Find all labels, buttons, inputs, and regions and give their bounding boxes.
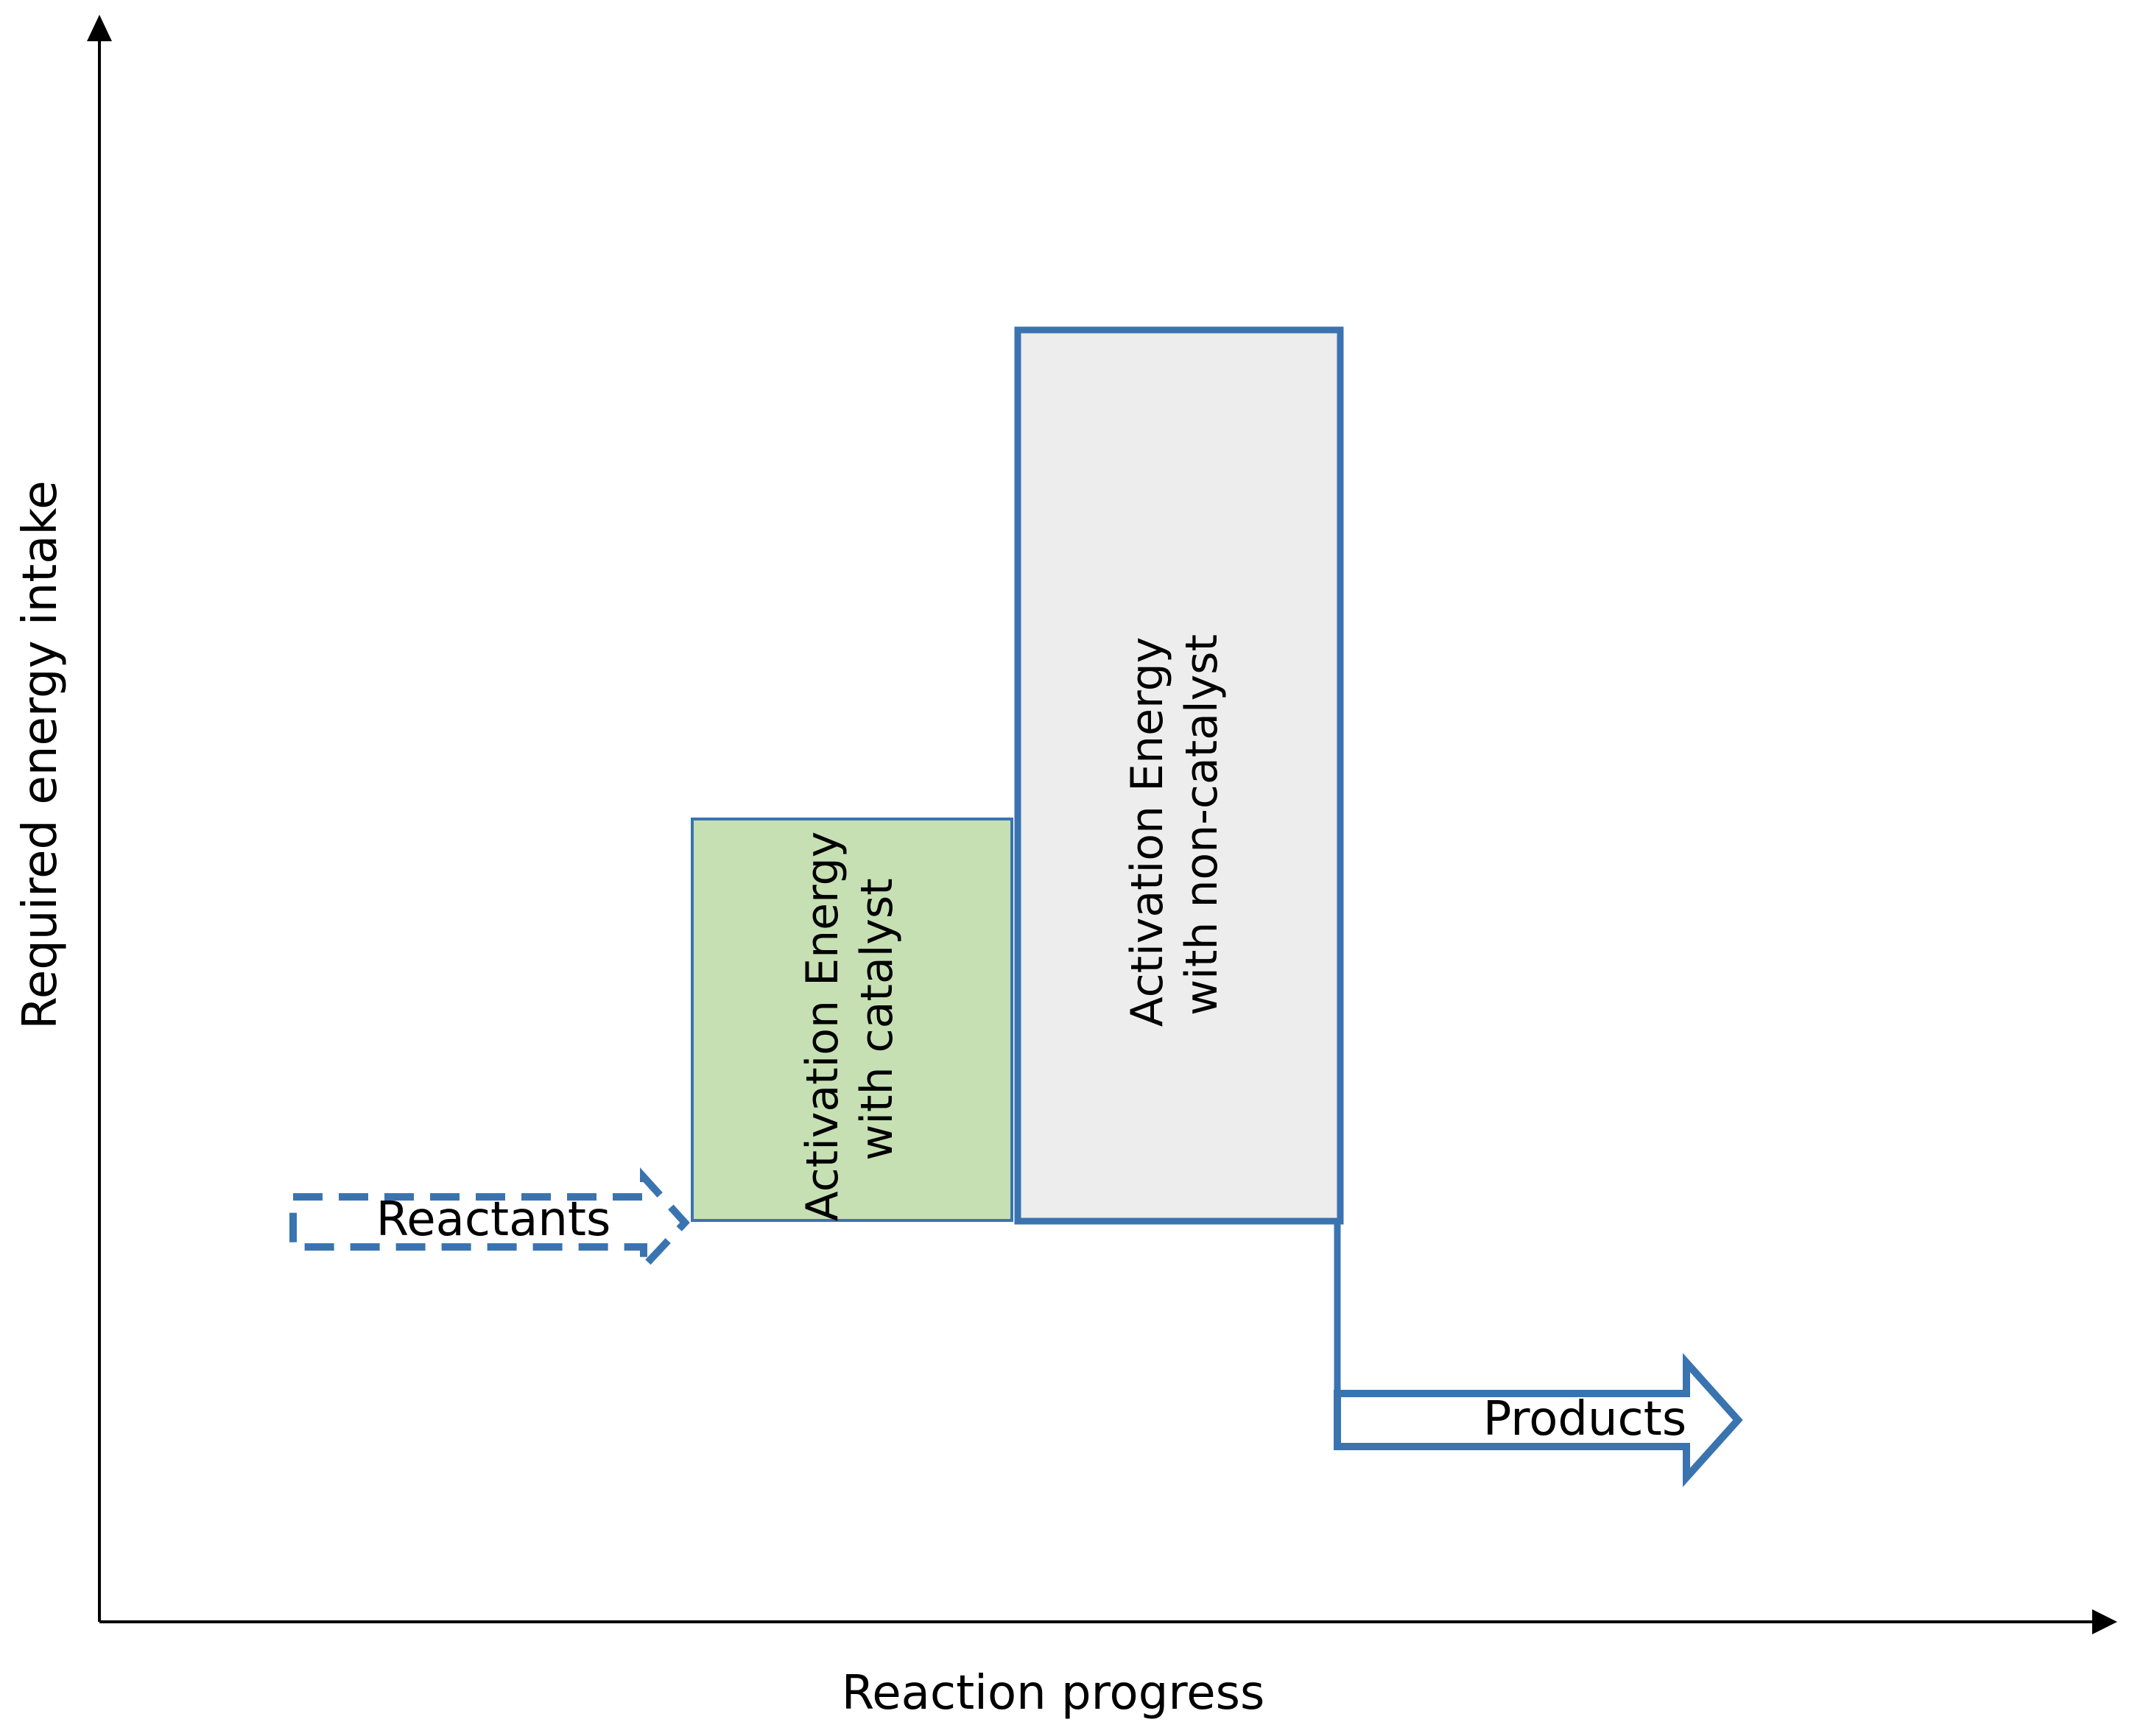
non-catalyst-label-line1: Activation Energy [1122,637,1173,1027]
axes [87,15,2117,1634]
x-axis-arrowhead [2092,1609,2117,1634]
non-catalyst-box: Activation Energy with non-catalyst [1014,326,1344,1225]
y-axis-arrowhead [87,15,112,41]
catalyst-box-label: Activation Energy with catalyst [797,818,903,1222]
products-arrow: Products [1334,1352,1743,1488]
products-label: Products [1483,1392,1686,1447]
catalyst-label-line1: Activation Energy [797,832,848,1222]
catalyst-box-rect [691,818,1013,1222]
reactants-label: Reactants [376,1192,611,1247]
catalyst-box: Activation Energy with catalyst [691,818,1013,1222]
reactants-arrow-shape [289,1167,690,1276]
catalyst-label-line2: with catalyst [851,878,903,1160]
non-catalyst-box-rect [1014,326,1344,1225]
non-catalyst-label-line2: with non-catalyst [1176,634,1228,1016]
x-axis-label: Reaction progress [842,1666,1265,1721]
reactants-arrow: Reactants [289,1167,690,1276]
non-catalyst-box-label: Activation Energy with non-catalyst [1122,623,1228,1027]
y-axis-label: Required energy intake [13,480,68,1029]
products-arrow-shape [1334,1352,1743,1488]
